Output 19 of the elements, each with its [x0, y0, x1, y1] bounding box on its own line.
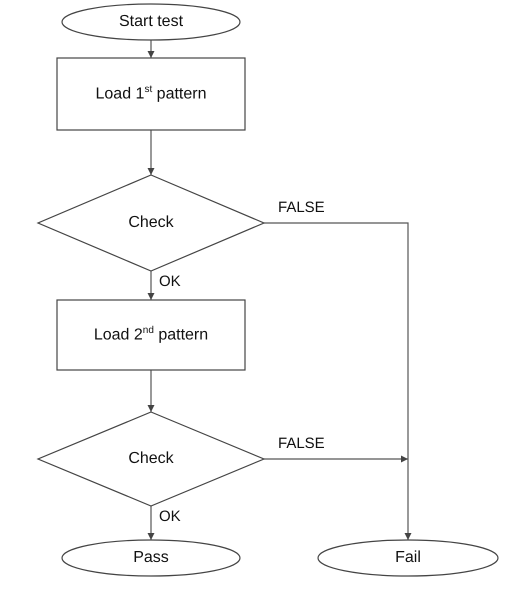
arrow — [404, 459, 412, 540]
edge-label: FALSE — [278, 435, 325, 452]
node-text: Pass — [133, 549, 169, 567]
arrow — [148, 130, 154, 175]
edge-label: FALSE — [278, 199, 325, 216]
arrow — [148, 506, 154, 540]
connector-line — [264, 222, 409, 459]
edge-label: OK — [159, 508, 181, 525]
arrow — [148, 40, 154, 58]
edge-label: OK — [159, 273, 181, 290]
node-text: Load 1$^{st}$ pattern — [96, 84, 206, 104]
node-text: Check — [128, 214, 174, 232]
node-text: Load 2$^{nd}$ pattern — [94, 325, 208, 345]
connector-line — [264, 456, 408, 462]
node-text: Fail — [395, 549, 421, 567]
arrow — [148, 370, 154, 412]
node-text: Start test — [118, 13, 184, 31]
arrow — [148, 271, 154, 300]
node-text: Check — [128, 450, 174, 468]
